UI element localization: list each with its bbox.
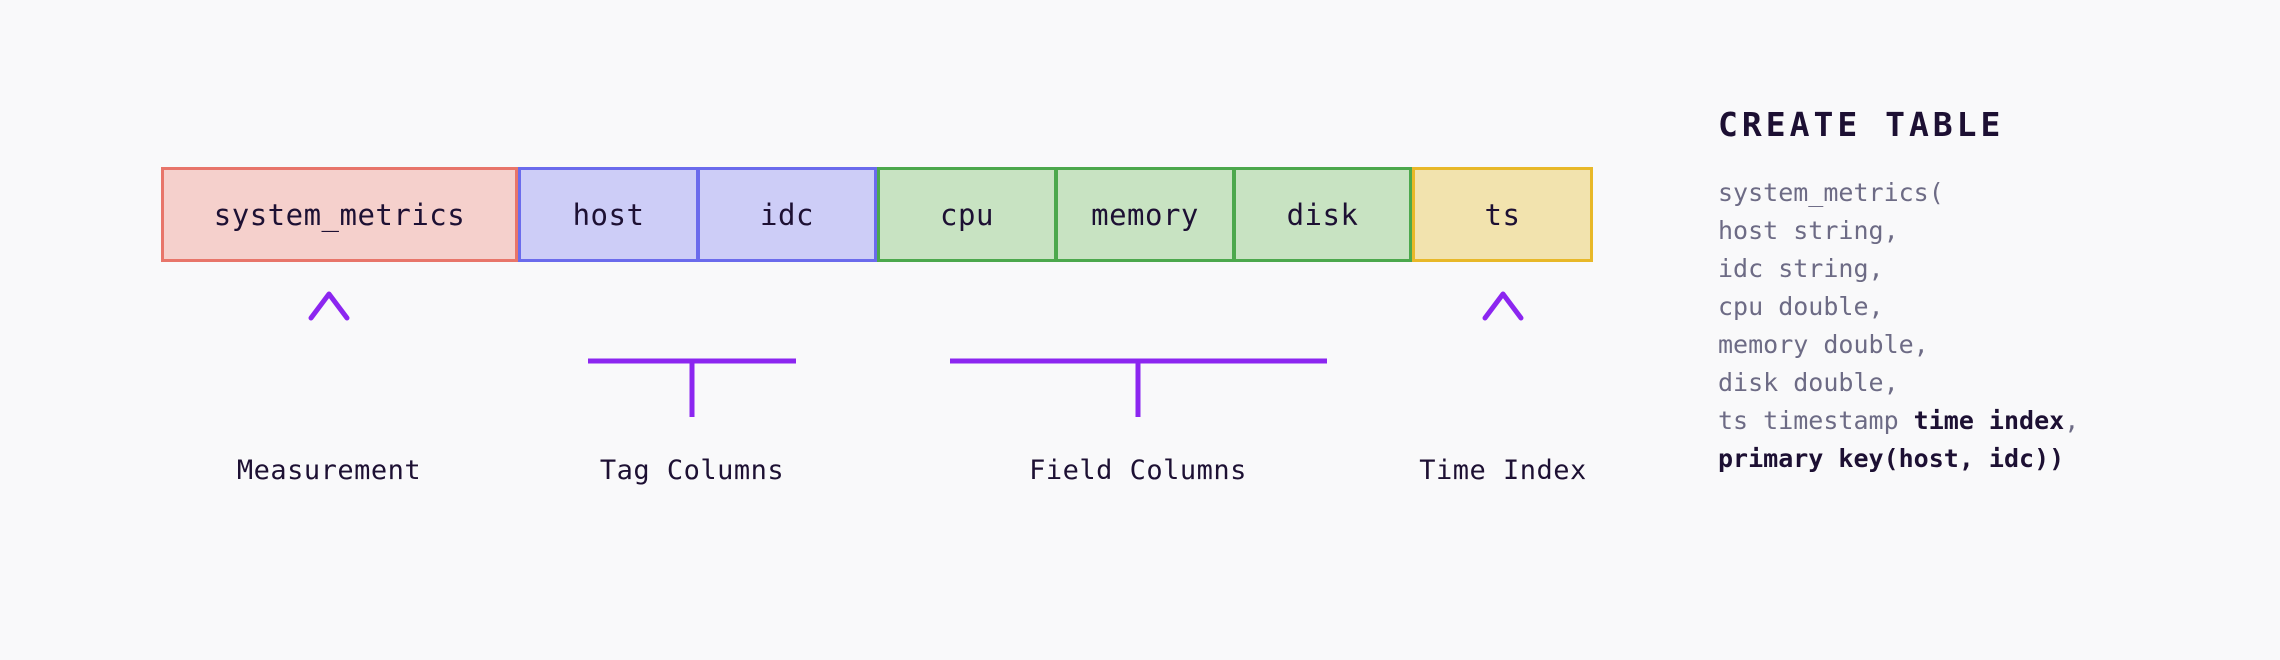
caption-tag-columns: Tag Columns: [599, 455, 785, 486]
sql-line: idc string,: [1718, 250, 2238, 288]
sql-line: ts timestamp time index,: [1718, 402, 2238, 440]
schema-cell-idc: idc: [698, 167, 877, 262]
tag-columns-bracket-icon: [587, 298, 797, 417]
sql-text: disk double,: [1718, 368, 1899, 397]
sql-keyword: time index: [1913, 406, 2065, 435]
sql-text: ts timestamp: [1718, 406, 1914, 435]
measurement-arrow-icon: [308, 291, 350, 413]
time-index-arrow-icon: [1482, 291, 1524, 413]
sql-line: cpu double,: [1718, 288, 2238, 326]
schema-cell-host: host: [518, 167, 698, 262]
sql-statement: system_metrics(host string, idc string, cp…: [1718, 174, 2238, 478]
sql-line: memory double,: [1718, 326, 2238, 364]
schema-cell-cpu: cpu: [877, 167, 1056, 262]
sql-keyword: primary key(host, idc)): [1718, 444, 2065, 473]
schema-cell-disk: disk: [1234, 167, 1412, 262]
schema-strip: system_metrics host idc cpu memory disk …: [161, 167, 1593, 262]
schema-cell-ts: ts: [1412, 167, 1593, 262]
sql-line: host string,: [1718, 212, 2238, 250]
sql-text: cpu double,: [1718, 292, 1884, 321]
sql-heading: CREATE TABLE: [1718, 105, 2005, 144]
caption-time-index: Time Index: [1419, 455, 1587, 486]
sql-text: ,: [2064, 406, 2080, 435]
field-columns-bracket-icon: [949, 298, 1328, 417]
caption-measurement: Measurement: [236, 455, 422, 486]
sql-panel: CREATE TABLE system_metrics(host string,…: [1718, 105, 2238, 478]
sql-line: disk double,: [1718, 364, 2238, 402]
sql-line: primary key(host, idc)): [1718, 440, 2238, 478]
sql-text: idc string,: [1718, 254, 1884, 283]
sql-line: system_metrics(: [1718, 174, 2238, 212]
sql-text: system_metrics(: [1718, 178, 1944, 207]
sql-text: host string,: [1718, 216, 1899, 245]
schema-cell-measurement: system_metrics: [161, 167, 518, 262]
schema-cell-memory: memory: [1056, 167, 1234, 262]
caption-field-columns: Field Columns: [1029, 455, 1247, 486]
sql-text: memory double,: [1718, 330, 1929, 359]
